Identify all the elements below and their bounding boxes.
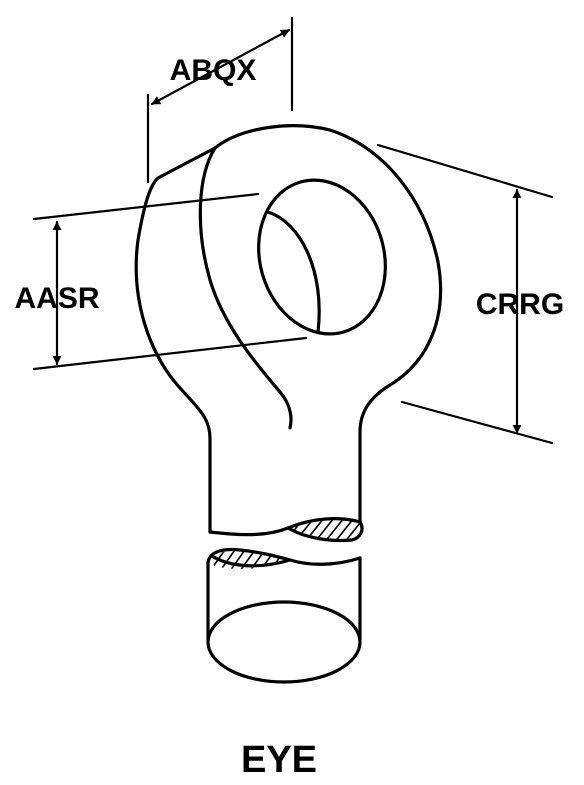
- aasr-label: AASR: [14, 282, 99, 315]
- aasr-extension-bottom: [32, 336, 308, 371]
- dimension-aasr: AASR: [14, 192, 308, 371]
- crrg-extension-top: [376, 143, 554, 199]
- stub-end-face: [206, 600, 362, 684]
- upper-break-hatching: [288, 518, 363, 541]
- diagram-title: EYE: [241, 739, 317, 781]
- crrg-extension-bottom: [400, 400, 554, 445]
- dimension-abqx: ABQX: [146, 16, 294, 184]
- aasr-extension-top: [32, 192, 260, 221]
- dimension-crrg: CRRG: [376, 143, 564, 445]
- lower-break-line: [206, 547, 362, 566]
- eye-hole: [257, 178, 387, 336]
- crrg-label: CRRG: [476, 288, 564, 321]
- abqx-label: ABQX: [170, 54, 257, 87]
- lower-break-hatching: [212, 550, 290, 569]
- abqx-dimension-line: [150, 28, 291, 106]
- eye-inner-strand: [198, 146, 293, 430]
- eye-hole-inner-edge: [266, 210, 321, 334]
- eye-fitting: [134, 124, 443, 684]
